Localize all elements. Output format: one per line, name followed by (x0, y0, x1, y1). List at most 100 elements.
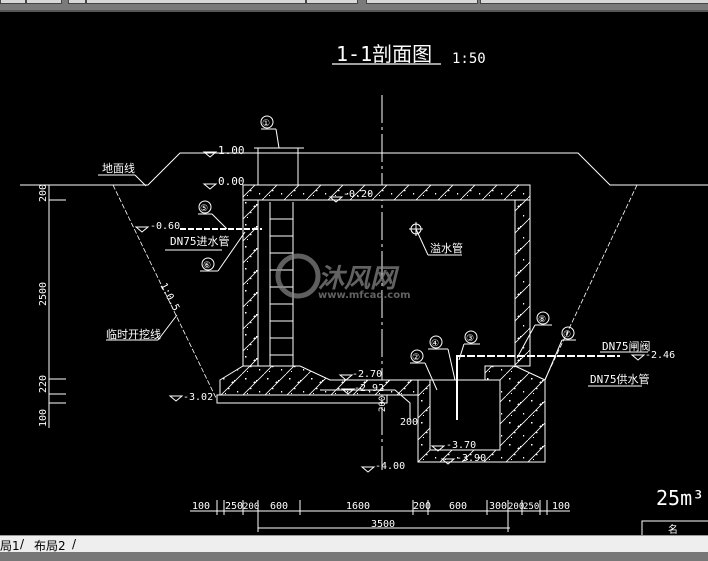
foundation-pad (216, 394, 388, 404)
sump (429, 379, 501, 451)
vdim-2500: 2500 (38, 282, 49, 306)
tab-separator: / (72, 537, 77, 551)
overflow-pipe-label: 溢水管 (430, 241, 463, 255)
horizontal-dimension-line (190, 500, 570, 532)
elevation-floor: -2.70 (338, 369, 382, 381)
hdim-100-left: 100 (192, 501, 210, 512)
hdim-250-right: 250 (523, 502, 539, 512)
layout-tab-bar: 局1 / 布局2 / (0, 535, 708, 553)
inlet-pipe-label: DN75进水管 (170, 234, 230, 248)
svg-text:⑧: ⑧ (538, 315, 546, 325)
hdim-600-left: 600 (270, 501, 288, 512)
gate-valve-label: DN75闸阀 (602, 339, 651, 353)
watermark-url: www.mfcad.com (318, 290, 411, 301)
watermark: 沐风网 www.mfcad.com (275, 253, 411, 301)
hdim-100-right: 100 (552, 501, 570, 512)
toolbar-strip (0, 0, 708, 12)
ladder (269, 202, 294, 366)
elevation-sump-bottom: -3.90 (440, 453, 486, 465)
vdim-220: 220 (38, 375, 49, 393)
callout-3: ③ (458, 330, 480, 361)
svg-text:④: ④ (431, 339, 439, 349)
svg-text:-3.70: -3.70 (446, 440, 476, 451)
drawing-scale: 1:50 (452, 51, 486, 67)
svg-text:0.00: 0.00 (218, 175, 245, 188)
supply-pipe-label: DN75供水管 (590, 372, 650, 386)
sump-dim-horizontal: 200 (400, 417, 418, 428)
hdim-300: 300 (489, 501, 507, 512)
toolbar-segment[interactable] (480, 0, 708, 4)
svg-text:-3.02: -3.02 (183, 392, 213, 403)
slope-ratio-label: 1:0.5 (157, 281, 181, 313)
tab-layout-2[interactable]: 布局2 (34, 539, 66, 553)
manhole-riser (257, 147, 299, 186)
drawing-canvas[interactable]: 1-1剖面图 1:50 地面线 DN75进水管 溢水管 1:0.5 临时开挖线 … (0, 12, 708, 535)
svg-text:-2.70: -2.70 (352, 369, 382, 380)
hdim-200-mid: 200 (413, 501, 431, 512)
svg-text:⑥: ⑥ (203, 261, 211, 271)
svg-text:1.00: 1.00 (218, 144, 245, 157)
caption-table (641, 520, 708, 535)
elevation-foundation: -3.02 (168, 392, 213, 403)
ground-line (20, 152, 708, 186)
svg-text:③: ③ (466, 334, 474, 344)
drawing-title: 1-1剖面图 (336, 42, 432, 66)
hdim-total: 3500 (371, 519, 395, 530)
svg-text:-0.60: -0.60 (150, 221, 180, 232)
elevation-ground: 0.00 (202, 175, 245, 190)
tank-wall-left (242, 199, 259, 367)
elevation-excavation-bottom: -4.00 (360, 461, 405, 473)
excavation-right (539, 184, 638, 391)
toolbar-segment[interactable] (26, 0, 62, 4)
callout-5: ⑤ (198, 200, 228, 230)
excavation-left (112, 184, 218, 401)
hdim-600-right: 600 (449, 501, 467, 512)
sump-dim-vertical: 200 (378, 396, 388, 412)
drain-pipe-line (320, 389, 411, 420)
tab-separator: / (20, 537, 25, 551)
elevation-inlet: -0.60 (134, 221, 180, 233)
svg-text:⑤: ⑤ (200, 204, 208, 214)
tank-roof (242, 184, 531, 201)
callout-8: ⑧ (516, 311, 552, 359)
svg-text:-0.20: -0.20 (343, 189, 373, 200)
tab-layout-1[interactable]: 局1 (0, 539, 20, 553)
elevation-sump-floor: -3.70 (430, 440, 476, 452)
caption-title: 25m³ 蓄 (656, 486, 708, 510)
callout-2: ② (410, 349, 438, 391)
svg-text:-4.00: -4.00 (375, 461, 405, 472)
status-strip (0, 552, 708, 561)
callout-4: ④ (428, 335, 456, 381)
hdim-1600: 1600 (346, 501, 370, 512)
watermark-logo-icon (275, 253, 321, 299)
tank-floor-left (219, 365, 419, 396)
toolbar-segment[interactable] (86, 0, 306, 4)
excavation-line-label: 临时开挖线 (106, 327, 161, 341)
svg-text:⑦: ⑦ (563, 330, 571, 340)
hdim-200-left: 200 (243, 502, 259, 512)
svg-text:-3.90: -3.90 (456, 453, 486, 464)
elevation-outlet: -2.46 (630, 350, 675, 361)
toolbar-segment[interactable] (68, 0, 86, 4)
vdim-100: 100 (38, 409, 49, 427)
vdim-200: 200 (38, 184, 49, 202)
hdim-200-right: 200 (508, 502, 524, 512)
svg-text:②: ② (412, 353, 420, 363)
callout-7: ⑦ (544, 326, 576, 381)
watermark-brand: 沐风网 (318, 264, 400, 294)
callout-1: ① (260, 115, 280, 149)
elevation-roof-slab: -0.20 (328, 189, 373, 203)
hdim-250-left: 250 (225, 501, 243, 512)
callout-6: ⑥ (200, 231, 246, 272)
toolbar-segment[interactable] (306, 0, 358, 4)
tank-wall-right (514, 199, 531, 367)
vertical-dimension (30, 184, 70, 428)
caption-table-cell: 名 (668, 523, 678, 535)
svg-text:-2.46: -2.46 (645, 350, 675, 361)
elevation-floor-bottom: -2.92 (340, 383, 384, 395)
toolbar-segment[interactable] (0, 0, 26, 4)
svg-text:-2.92: -2.92 (354, 383, 384, 394)
toolbar-segment[interactable] (366, 0, 478, 4)
elevation-top-cover: 1.00 (202, 144, 245, 158)
svg-text:①: ① (262, 119, 270, 129)
